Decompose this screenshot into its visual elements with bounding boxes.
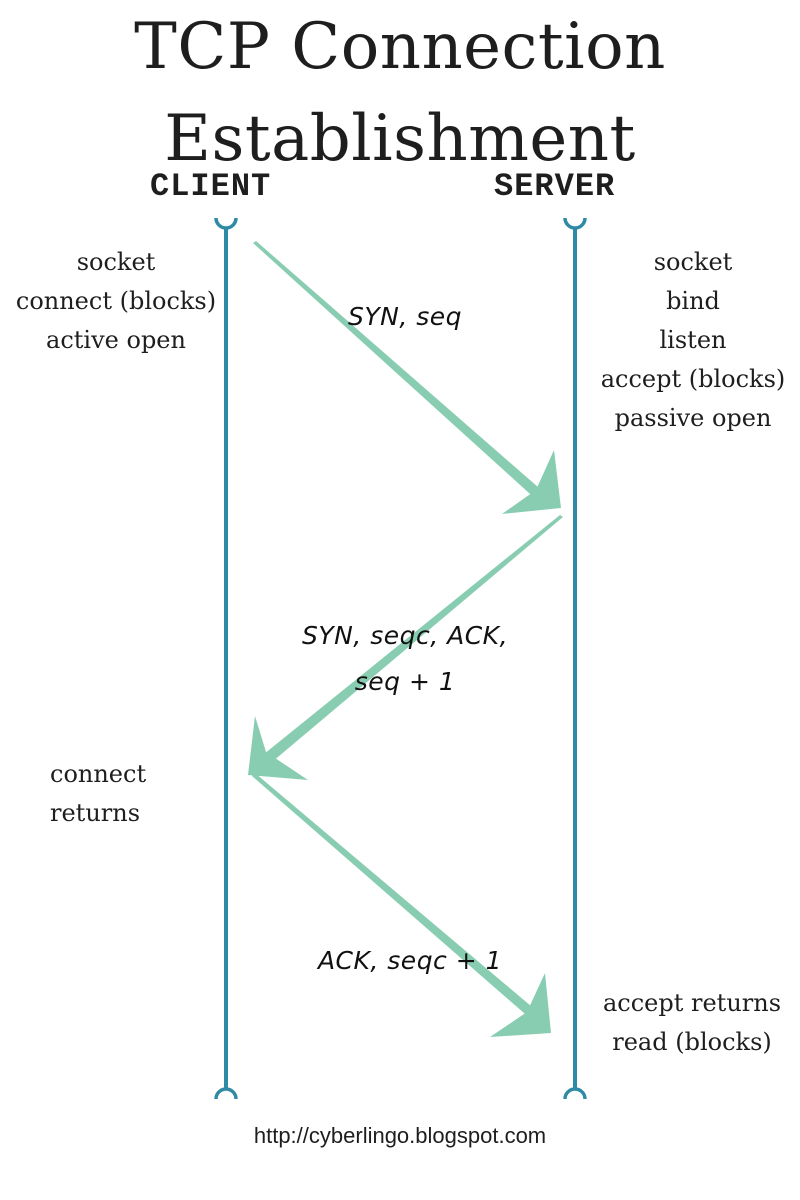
footer-url: http://cyberlingo.blogspot.com xyxy=(253,1123,547,1148)
note-line: accept (blocks) xyxy=(600,365,786,393)
client-lifeline-bottom-cap xyxy=(214,1087,238,1100)
server-lifeline-bottom-cap xyxy=(563,1087,587,1100)
syn-ack-arrow-shaft xyxy=(264,515,563,762)
ack-arrow xyxy=(252,773,551,1037)
ack-arrow-head xyxy=(490,973,551,1037)
syn-arrow-shaft xyxy=(253,241,546,503)
syn-ack-arrow xyxy=(248,515,563,780)
note-line: bind xyxy=(666,287,720,315)
note-line: active open xyxy=(46,326,186,354)
client-return-note: connect returns xyxy=(50,755,146,833)
ack-arrow-shaft xyxy=(252,773,538,1020)
server-lifeline xyxy=(563,217,587,1100)
client-setup-note: socket connect (blocks) active open xyxy=(0,243,232,360)
syn-message-label: SYN, seq xyxy=(320,294,490,340)
note-line: accept returns xyxy=(602,989,782,1017)
ack-message-label: ACK, seqc + 1 xyxy=(290,938,530,984)
syn-arrow-head xyxy=(502,450,561,514)
syn-ack-message-label: SYN, seqc, ACK, seq + 1 xyxy=(270,613,540,705)
note-line: connect xyxy=(50,760,147,788)
client-label: CLIENT xyxy=(150,168,272,205)
note-line: returns xyxy=(50,799,141,827)
note-line: read (blocks) xyxy=(612,1028,772,1056)
message-line: ACK, seqc + 1 xyxy=(317,946,503,975)
note-line: listen xyxy=(659,326,727,354)
diagram-title-line-1: TCP Connection xyxy=(134,10,666,84)
note-line: socket xyxy=(76,248,156,276)
syn-ack-arrow-head xyxy=(248,716,308,780)
note-line: connect (blocks) xyxy=(15,287,217,315)
server-label: SERVER xyxy=(494,168,616,205)
client-lifeline xyxy=(214,217,238,1100)
server-return-note: accept returns read (blocks) xyxy=(584,984,800,1062)
syn-arrow xyxy=(253,241,561,514)
note-line: passive open xyxy=(614,404,772,432)
diagram-title-line-2: Establishment xyxy=(164,102,636,176)
message-line: SYN, seq xyxy=(347,302,462,331)
server-lifeline-top-cap xyxy=(563,217,587,230)
note-line: socket xyxy=(653,248,733,276)
client-lifeline-top-cap xyxy=(214,217,238,230)
message-line: seq + 1 xyxy=(354,667,456,696)
message-line: SYN, seqc, ACK, xyxy=(301,621,509,650)
server-setup-note: socket bind listen accept (blocks) passi… xyxy=(586,243,800,438)
